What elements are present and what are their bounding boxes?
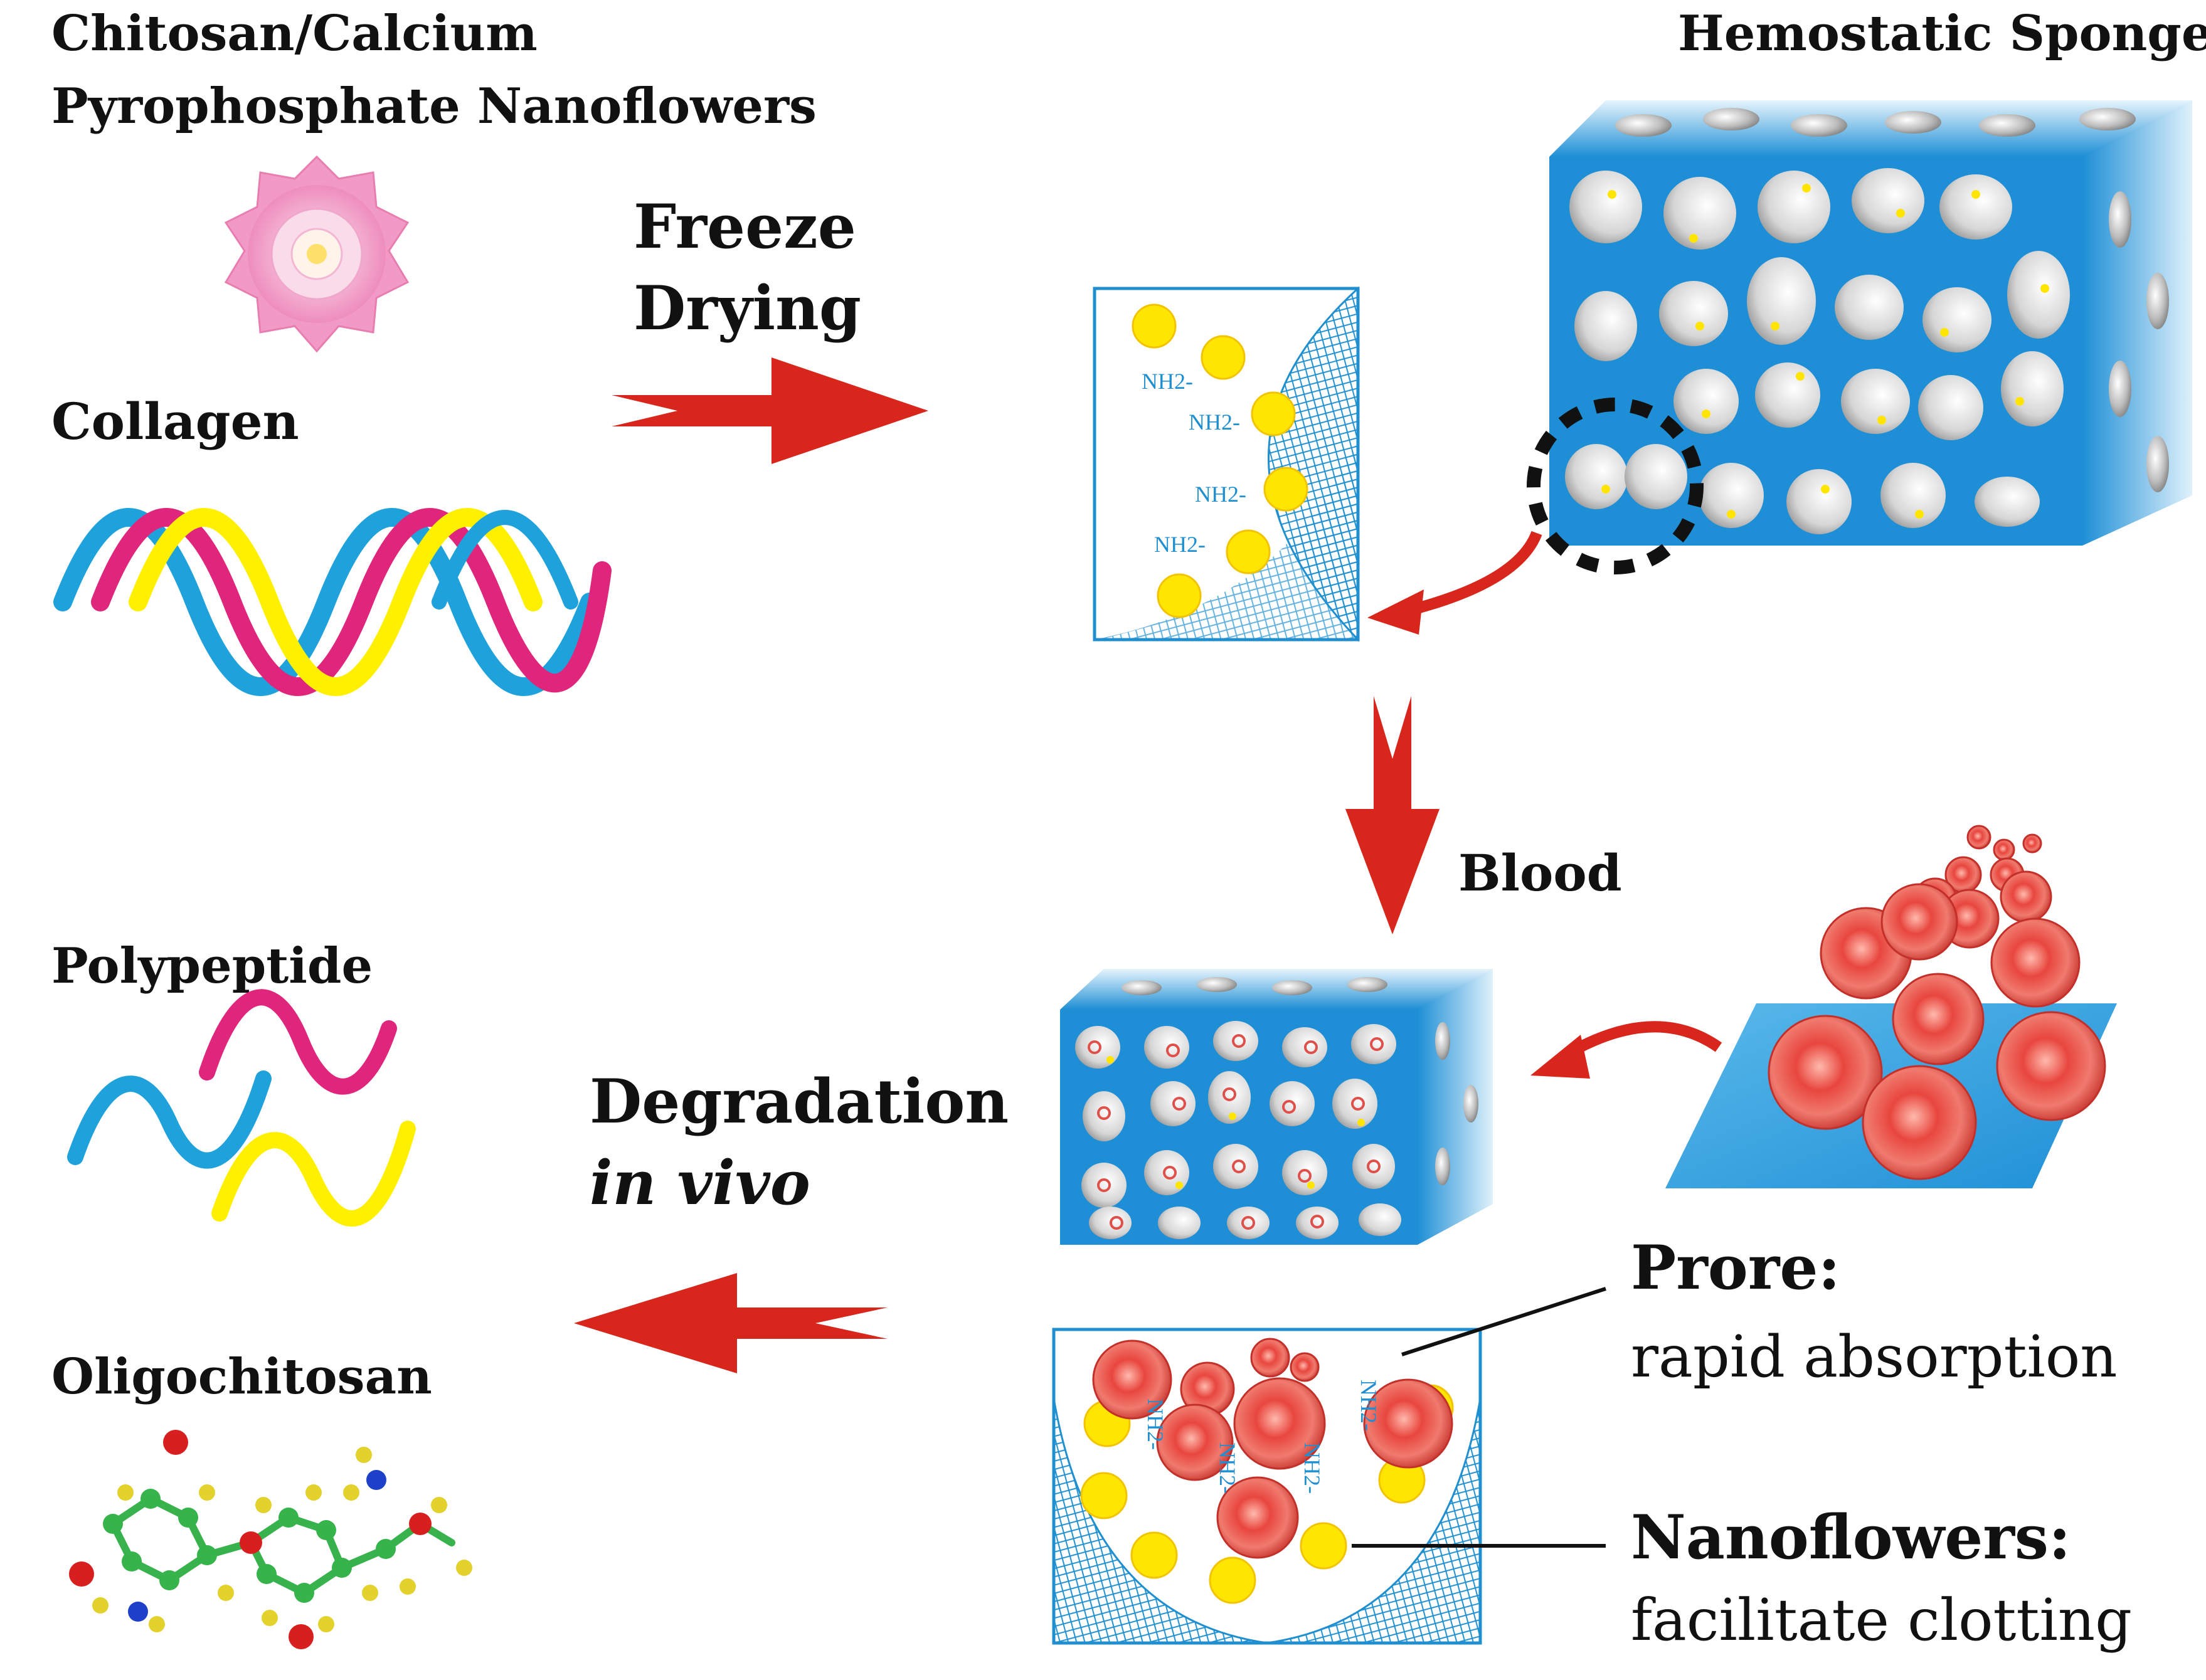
amine-label: NH2- [1300,1442,1325,1494]
freeze-drying-arrow [612,357,928,464]
freeze-drying-line1: Freeze [634,191,856,262]
nanoflower-icon [1132,304,1308,618]
nanoflowers-title-line1: Chitosan/Calcium [51,5,538,62]
pore-detail-bottom: NH2- NH2- NH2- NH2- [1052,1328,1482,1645]
blood-label: Blood [1458,843,1622,902]
oligochitosan-label: Oligochitosan [51,1348,432,1405]
collagen-label: Collagen [51,392,299,451]
in-vivo-label: in vivo [590,1148,810,1218]
degradation-arrow [574,1273,888,1373]
blood-filled-sponge-cube [1060,969,1493,1245]
degradation-label: Degradation [590,1066,1009,1137]
nanoflowers-title-label: Nanoflowers: [1631,1502,2071,1573]
nanoflowers-title-line2: Pyrophosphate Nanoflowers [51,78,817,135]
pore-title-label: Prore: [1631,1232,1840,1303]
amine-label: NH2- [1189,409,1240,435]
pore-leader-line [1401,1287,1606,1356]
pore-detail-top: NH2- NH2- NH2- NH2- [1093,286,1360,642]
polypeptide-label: Polypeptide [51,938,373,995]
amine-label: NH2- [1215,1442,1240,1494]
freeze-drying-line2: Drying [634,273,861,344]
amine-label: NH2- [1143,1398,1168,1450]
amine-label: NH2- [1142,369,1193,394]
collagen-helix-icon [53,508,612,696]
blood-cells-on-plate [1665,825,2117,1188]
nanoflower-icon [224,155,410,353]
nanoflowers-desc-label: facilitate clotting [1631,1587,2133,1654]
amine-label: NH2- [1356,1380,1381,1431]
oligochitosan-molecule-icon [69,1430,472,1649]
polypeptide-icon [67,989,416,1227]
pore-desc-label: rapid absorption [1631,1323,2118,1390]
blood-arrow [1345,696,1440,934]
zoom-circle [1527,398,1704,574]
hemostatic-sponge-label: Hemostatic Sponge [1678,5,2206,62]
amine-label: NH2- [1195,482,1246,507]
amine-label: NH2- [1154,532,1206,557]
hemostatic-sponge-cube [1527,100,2192,574]
blood-curved-arrow [1530,1021,1722,1079]
zoom-curved-arrow [1367,531,1542,635]
